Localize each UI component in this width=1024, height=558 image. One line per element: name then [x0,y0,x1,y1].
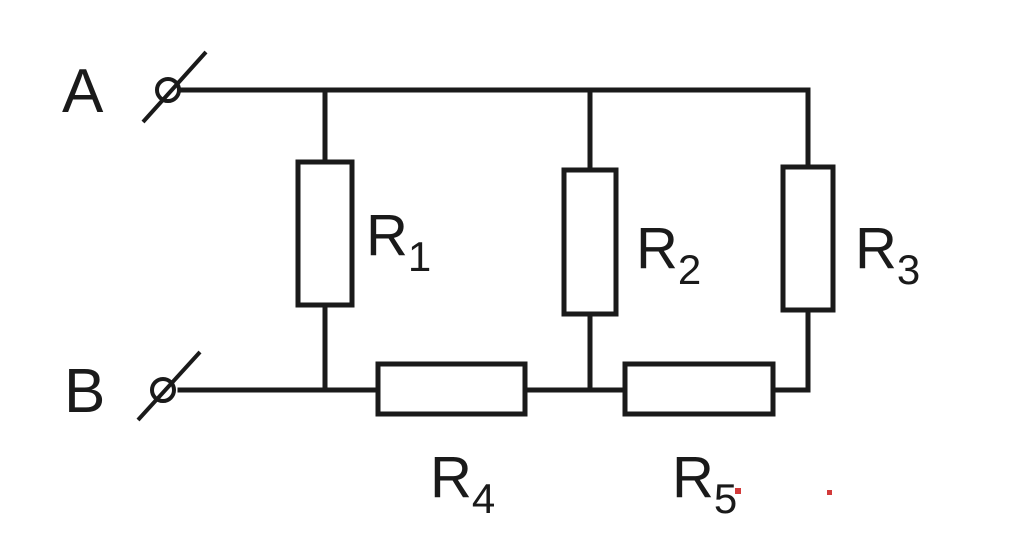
resistor-r4 [375,361,528,417]
terminal-b-icon [136,350,202,422]
label-r2: R2 [636,216,701,293]
terminal-b-label: B [64,357,105,426]
resistor-r3 [780,164,836,313]
resistor-r1 [295,159,355,308]
stray-mark-2 [827,490,832,495]
terminal-a-label: A [62,57,104,126]
label-r4: R4 [430,445,495,522]
stray-mark-1 [735,488,741,494]
label-r3: R3 [855,216,920,293]
label-r5: R5 [672,445,737,522]
resistor-r5 [622,361,776,417]
resistor-r2 [561,167,619,317]
label-r1: R1 [366,203,431,280]
terminal-a-icon [141,50,208,124]
